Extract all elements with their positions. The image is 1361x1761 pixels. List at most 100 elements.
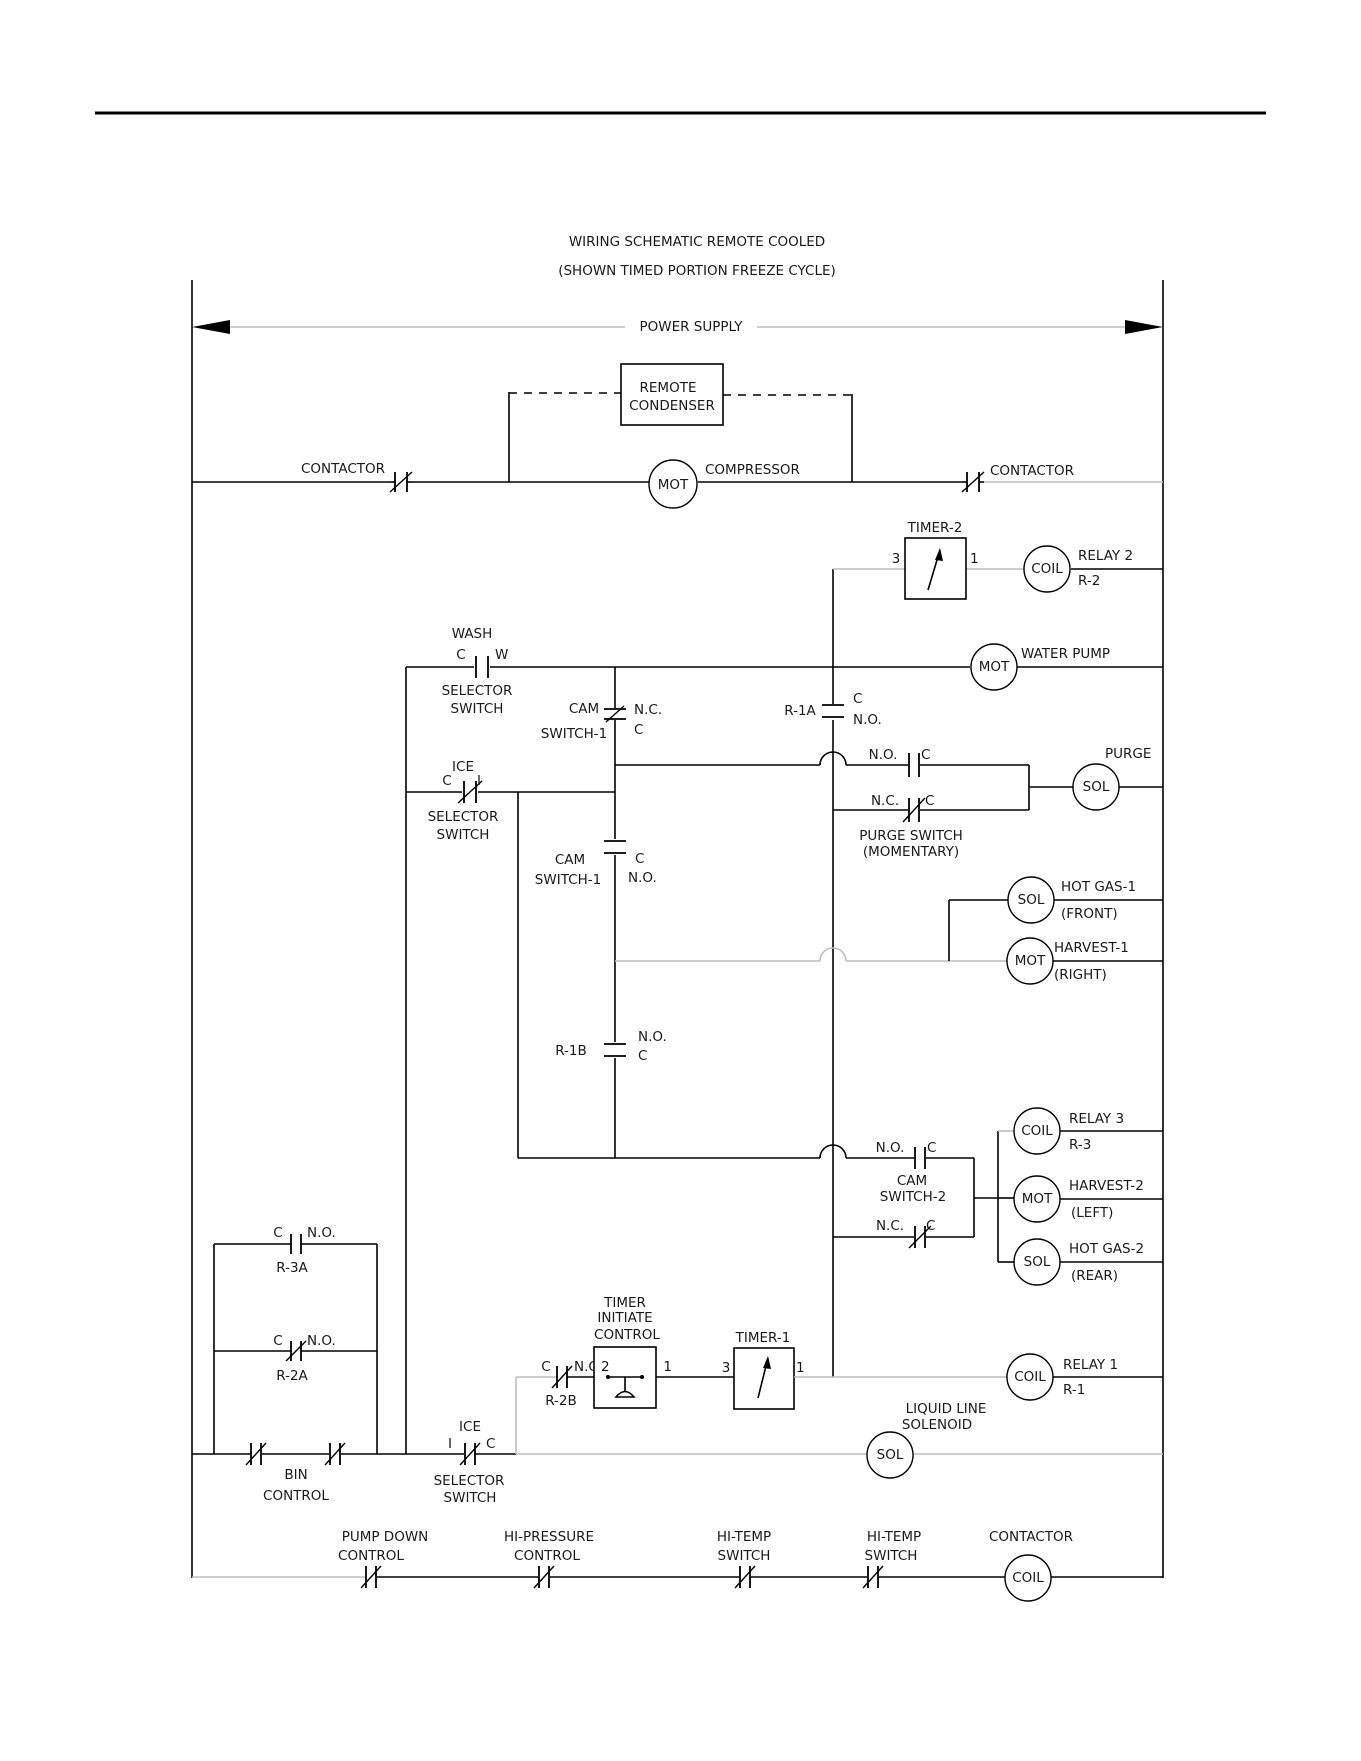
- water-pump-motor-icon: [970, 643, 1018, 691]
- relay-2-symbol: COIL: [1031, 561, 1063, 577]
- cam-switch-1-nc-label-2: SWITCH-1: [541, 726, 607, 742]
- cam-switch-2-no-contact: [914, 1147, 926, 1169]
- cam-switch-1-no-label-2: SWITCH-1: [535, 872, 601, 888]
- wash-w-label: W: [495, 647, 508, 663]
- r-1b-c-label: C: [638, 1048, 647, 1064]
- ice-bottom-selector-label: SELECTOR: [434, 1473, 505, 1489]
- wash-label: WASH: [452, 626, 493, 642]
- pump-down-label: PUMP DOWN: [342, 1529, 429, 1545]
- harvest-2-symbol: MOT: [1022, 1191, 1053, 1207]
- r-2b-contact: [551, 1365, 573, 1389]
- solenoid-label: SOLENOID: [902, 1417, 972, 1433]
- ice-selector-contact-top: [457, 780, 483, 804]
- ice-bottom-label: ICE: [459, 1419, 481, 1435]
- relay-1-symbol: COIL: [1014, 1369, 1046, 1385]
- ice-top-label: ICE: [452, 759, 474, 775]
- remote-condenser-box: [620, 363, 724, 426]
- r-2a-no-label: N.O.: [307, 1333, 336, 1349]
- schematic-subtitle: (SHOWN TIMED PORTION FREEZE CYCLE): [558, 263, 836, 279]
- harvest-2-sub: (LEFT): [1071, 1205, 1113, 1221]
- timer-2-box: [904, 537, 967, 600]
- r-1a-no-label: N.O.: [853, 712, 882, 728]
- relay-3-sub: R-3: [1069, 1137, 1091, 1153]
- crossover-hop: [819, 947, 847, 962]
- cam-switch-2-nc-c-label: C: [926, 1218, 935, 1234]
- hot-gas-1-label: HOT GAS-1: [1061, 879, 1136, 895]
- remote-condenser-label-1: REMOTE: [640, 380, 697, 396]
- relay-1-sub: R-1: [1063, 1382, 1085, 1398]
- purge-solenoid-icon: [1072, 763, 1120, 811]
- r-3a-no-label: N.O.: [307, 1225, 336, 1241]
- r-3a-contact: [290, 1234, 302, 1254]
- timer-initiate-label-2: INITIATE: [597, 1310, 652, 1326]
- cam-switch-2-nc-label: N.C.: [876, 1218, 904, 1234]
- power-supply-arrow: POWER SUPPLY: [192, 319, 1163, 335]
- purge-nc-label: N.C.: [871, 793, 899, 809]
- r-3a-label: R-3A: [276, 1260, 308, 1276]
- harvest-1-symbol: MOT: [1015, 953, 1046, 969]
- wash-c-label: C: [456, 647, 465, 663]
- r-1b-contact: [604, 1042, 626, 1058]
- cam-switch-2-label-1: CAM: [897, 1173, 927, 1189]
- remote-condenser-label-2: CONDENSER: [629, 398, 715, 414]
- harvest-2-label: HARVEST-2: [1069, 1178, 1144, 1194]
- r-1b-label: R-1B: [555, 1043, 587, 1059]
- pump-down-control-label: CONTROL: [338, 1548, 404, 1564]
- relay-1-label: RELAY 1: [1063, 1357, 1118, 1373]
- cam-switch-1-no-c-label: C: [635, 851, 644, 867]
- hot-gas-2-label: HOT GAS-2: [1069, 1241, 1144, 1257]
- liquid-line-symbol: SOL: [877, 1447, 904, 1463]
- contactor-contact-right: [961, 471, 985, 493]
- timer-initiate-label-1: TIMER: [603, 1295, 646, 1311]
- relay-3-symbol: COIL: [1021, 1123, 1053, 1139]
- timer-2-label: TIMER-2: [907, 520, 963, 536]
- contactor-coil-symbol: COIL: [1012, 1570, 1044, 1586]
- wash-switch-label: SWITCH: [451, 701, 504, 717]
- cam-switch-2-nc-contact: [908, 1225, 932, 1249]
- purge-momentary-label: (MOMENTARY): [863, 844, 959, 860]
- purge-no-c-label: C: [921, 747, 930, 763]
- relay-2-coil-icon: [1023, 545, 1071, 593]
- bin-control-contact-1: [245, 1442, 267, 1466]
- hot-gas-1-symbol: SOL: [1018, 892, 1045, 908]
- timer-2-pin-1: 1: [970, 551, 979, 567]
- purge-nc-contact: [902, 797, 926, 823]
- cam-switch-1-nc-label: N.C.: [634, 702, 662, 718]
- relay-2-sub: R-2: [1078, 573, 1100, 589]
- cam-switch-2-no-label: N.O.: [876, 1140, 905, 1156]
- r-2a-label: R-2A: [276, 1368, 308, 1384]
- cam-switch-1-nc-label-1: CAM: [569, 701, 599, 717]
- cam-switch-1-nc-contact: [604, 705, 626, 723]
- cam-switch-2-label-2: SWITCH-2: [880, 1189, 946, 1205]
- contactor-contact-left: [389, 471, 413, 493]
- ice-selector-contact-bottom: [459, 1442, 481, 1466]
- hot-gas-2-symbol: SOL: [1024, 1254, 1051, 1270]
- hot-gas-1-sub: (FRONT): [1061, 906, 1118, 922]
- ice-top-selector-label: SELECTOR: [428, 809, 499, 825]
- cam-switch-1-no-label: N.O.: [628, 870, 657, 886]
- harvest-1-sub: (RIGHT): [1054, 967, 1107, 983]
- hi-temp-1-switch-label: SWITCH: [718, 1548, 771, 1564]
- pump-down-control-contact: [360, 1565, 382, 1589]
- crossover-hop: [819, 1144, 847, 1159]
- wash-selector-label: SELECTOR: [442, 683, 513, 699]
- purge-no-label: N.O.: [869, 747, 898, 763]
- r-2a-c-label: C: [273, 1333, 282, 1349]
- timer-1-pin-3: 3: [722, 1360, 731, 1376]
- water-pump-label: WATER PUMP: [1021, 646, 1110, 662]
- r-1a-contact: [822, 704, 844, 720]
- purge-sol-symbol: SOL: [1083, 779, 1110, 795]
- cam-switch-1-no-label-1: CAM: [555, 852, 585, 868]
- water-pump-symbol: MOT: [979, 659, 1010, 675]
- bin-label: BIN: [284, 1467, 307, 1483]
- ice-bottom-i-label: I: [448, 1436, 452, 1452]
- r-1a-c-label: C: [853, 691, 862, 707]
- hi-temp-2-switch-label: SWITCH: [865, 1548, 918, 1564]
- bin-control-contact-2: [324, 1442, 346, 1466]
- compressor-symbol: MOT: [658, 477, 689, 493]
- hot-gas-2-sub: (REAR): [1071, 1268, 1118, 1284]
- crossover-hop: [819, 751, 847, 766]
- ice-bottom-c-label: C: [486, 1436, 495, 1452]
